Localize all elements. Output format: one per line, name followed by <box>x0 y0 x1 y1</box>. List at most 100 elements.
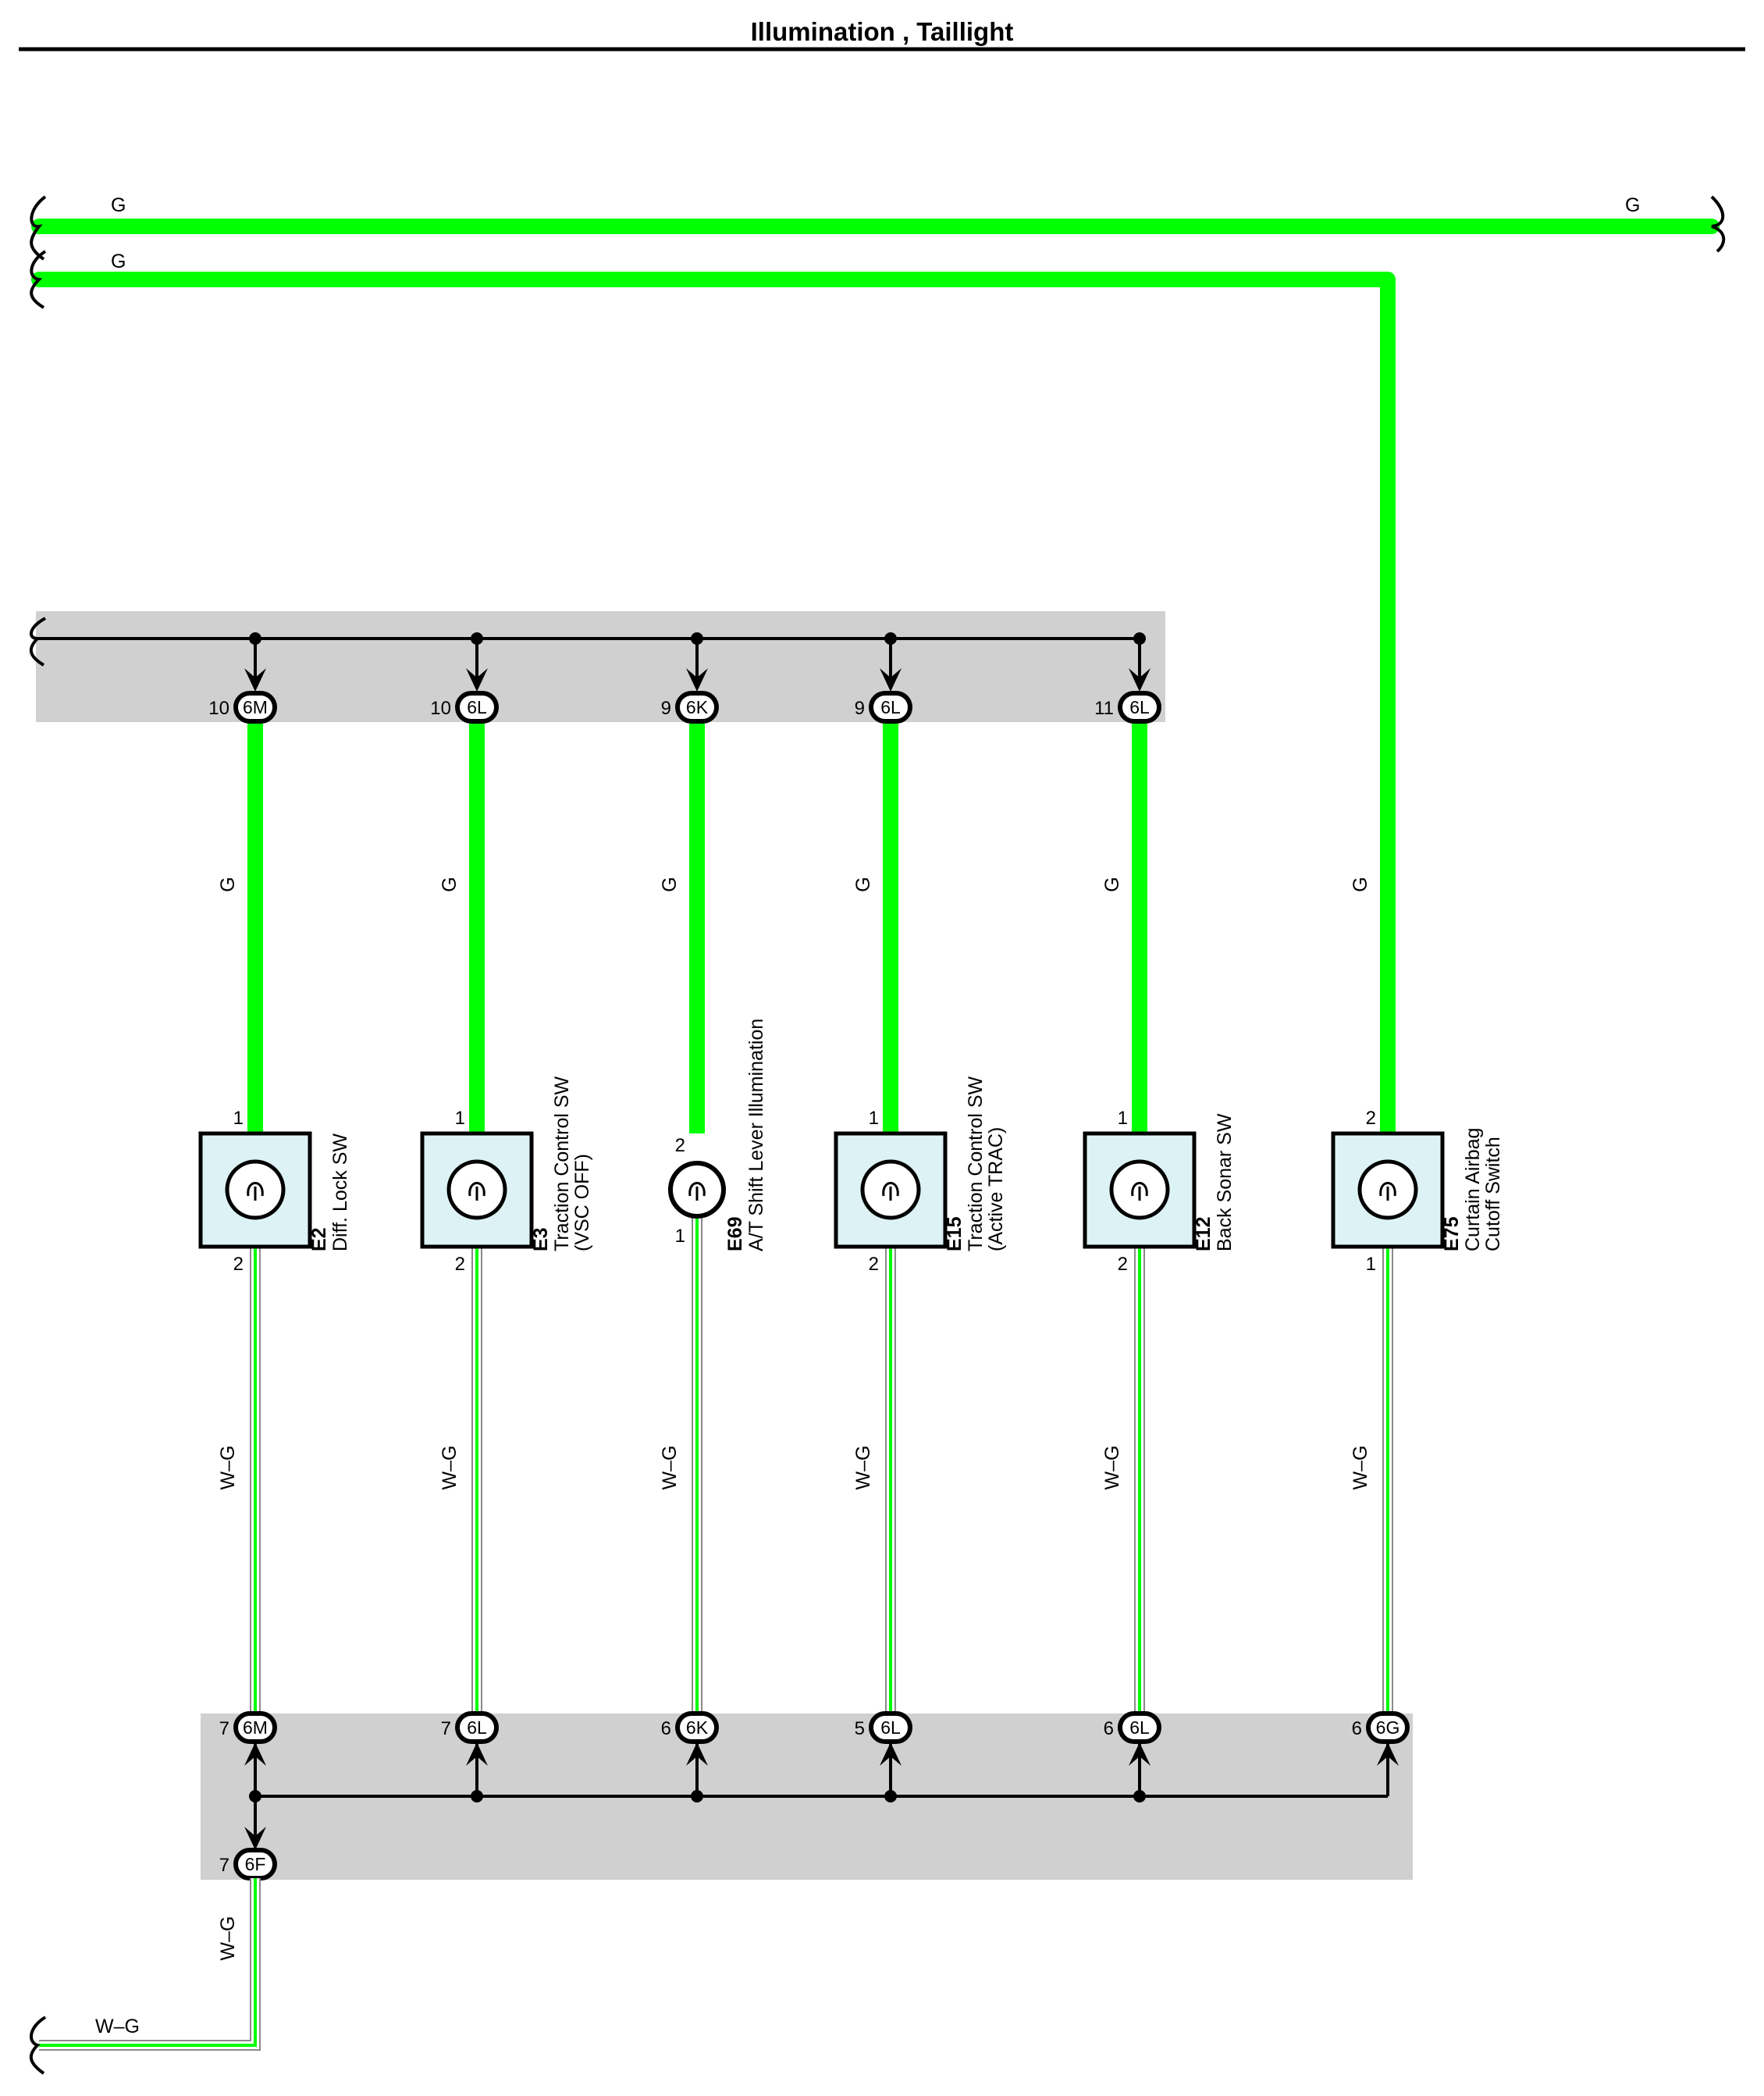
e3-lower-connector-pin: 7 <box>441 1718 451 1739</box>
e69-lower-connector-pin: 6 <box>661 1718 671 1739</box>
e2-bottom-pin: 2 <box>233 1254 244 1275</box>
exit-wire-label: W–G <box>95 2016 140 2037</box>
e2-top-wire-label: G <box>217 877 239 891</box>
e2-name-line-1: Diff. Lock SW <box>329 1133 351 1251</box>
e15-top-pin: 1 <box>869 1108 879 1129</box>
e12-upper-connector-pin: 11 <box>1094 698 1114 719</box>
e15-upper-connector-body <box>869 691 912 724</box>
e3-name-line-2: (VSC OFF) <box>571 1154 593 1251</box>
e2-code: E2 <box>308 1227 330 1251</box>
e3-bottom-pin: 2 <box>455 1254 465 1275</box>
e69-bottom-wire-label: W–G <box>659 1446 681 1490</box>
bus-1-left-label: G <box>111 194 126 216</box>
exit-break-mark <box>29 2016 47 2075</box>
e15-lower-junction-dot <box>884 1790 897 1802</box>
e2-upper-arrow <box>244 668 266 692</box>
e3-lower-arrow <box>466 1742 488 1766</box>
e12-top-wire-label: G <box>1101 877 1123 891</box>
e12-upper-connector-body <box>1118 691 1161 724</box>
e12-lamp-filament <box>1131 1182 1148 1197</box>
e12-name-line-1: Back Sonar SW <box>1214 1113 1236 1251</box>
e75-name-line-1: Curtain Airbag <box>1462 1128 1484 1251</box>
bus-2-left-label: G <box>111 251 126 272</box>
bus-wire-1: G G <box>30 194 1726 261</box>
e2-top-pin: 1 <box>233 1108 244 1129</box>
e15-name-line-1: Traction Control SW <box>965 1076 987 1251</box>
e2-lower-arrow <box>244 1742 266 1766</box>
e15-lower-arrow <box>880 1742 902 1766</box>
e69-top-pin: 2 <box>675 1135 685 1156</box>
e75-lower-connector-code: 6G <box>1376 1717 1400 1738</box>
e69-lower-arrow <box>686 1742 708 1766</box>
e15-top-wire-label: G <box>852 877 874 891</box>
e69-name-line-1: A/T Shift Lever Illumination <box>745 1019 767 1251</box>
e69-code: E69 <box>724 1217 746 1251</box>
e75-name-line-2: Cutoff Switch <box>1482 1137 1504 1251</box>
e15-lamp-filament <box>882 1182 899 1197</box>
e15-bottom-pin: 2 <box>869 1254 879 1275</box>
e2-lamp-filament <box>247 1182 264 1197</box>
e69-upper-connector-pin: 9 <box>661 698 671 719</box>
e69-bulb-filament <box>688 1182 706 1197</box>
e75-bottom-pin: 1 <box>1366 1254 1376 1275</box>
e75-bottom-wire-label: W–G <box>1350 1446 1371 1490</box>
e15-upper-connector-code: 6L <box>880 697 901 717</box>
e75-top-wire-label: G <box>1350 877 1371 891</box>
e75-lamp-filament <box>1379 1182 1396 1197</box>
e12-code: E12 <box>1193 1217 1215 1251</box>
bus-wire-2: G <box>30 250 1396 1138</box>
e15-upper-arrow <box>880 668 902 692</box>
e3-upper-connector-body <box>455 691 499 724</box>
e69-top-wire-label: G <box>659 877 681 891</box>
exit-wire-outer <box>39 1878 261 2051</box>
e12-bottom-pin: 2 <box>1118 1254 1128 1275</box>
e15-lower-connector-pin: 5 <box>855 1718 865 1739</box>
e15-bottom-wire-label: W–G <box>852 1446 874 1490</box>
e12-upper-connector-code: 6L <box>1129 697 1150 717</box>
ground-arrow <box>244 1827 266 1850</box>
e3-upper-arrow <box>466 668 488 692</box>
e75-lower-arrow <box>1377 1742 1399 1766</box>
e3-upper-connector-pin: 10 <box>430 698 451 719</box>
e75-lower-connector-pin: 6 <box>1352 1718 1362 1739</box>
e15-upper-connector-pin: 9 <box>855 698 865 719</box>
e2-upper-connector-pin: 10 <box>208 698 229 719</box>
exit-wire-core <box>39 1878 257 2047</box>
e3-name-line-1: Traction Control SW <box>551 1076 573 1251</box>
e69-lower-junction-dot <box>691 1790 703 1802</box>
e3-top-pin: 1 <box>455 1108 465 1129</box>
e75-top-pin: 2 <box>1366 1108 1376 1129</box>
ground-connector-pin: 7 <box>219 1855 229 1876</box>
e12-upper-arrow <box>1129 668 1151 692</box>
e3-code: E3 <box>530 1227 552 1251</box>
e12-lower-connector-pin: 6 <box>1104 1718 1114 1739</box>
e12-lower-connector-code: 6L <box>1129 1717 1150 1738</box>
e2-upper-connector-body <box>233 691 277 724</box>
e69-upper-connector-code: 6K <box>686 697 709 717</box>
upper-connector-panel <box>36 611 1165 722</box>
e3-bottom-wire-label: W–G <box>439 1446 461 1490</box>
e75-code: E75 <box>1441 1216 1463 1251</box>
upper-junction-bar <box>29 617 1136 667</box>
e2-lower-connector-code: 6M <box>243 1717 268 1738</box>
e12-lower-arrow <box>1129 1742 1151 1766</box>
diagram-title: Illumination , Taillight <box>751 17 1014 46</box>
e3-top-wire-label: G <box>439 877 461 891</box>
e3-lower-connector-code: 6L <box>467 1717 487 1738</box>
e12-lower-junction-dot <box>1133 1790 1146 1802</box>
e2-bottom-wire-label: W–G <box>217 1446 239 1490</box>
e15-code: E15 <box>944 1216 966 1251</box>
e2-upper-connector-code: 6M <box>243 697 268 717</box>
e3-lamp-filament <box>468 1182 485 1197</box>
